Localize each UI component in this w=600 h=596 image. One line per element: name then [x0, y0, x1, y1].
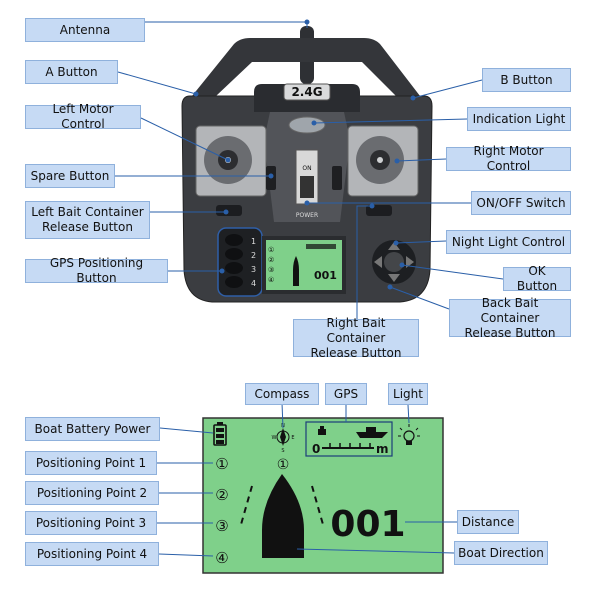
power-text: POWER: [296, 212, 318, 219]
frequency-badge: [283, 83, 331, 101]
label-positioning-point-4: Positioning Point 4: [25, 542, 159, 566]
label-night-light-control: Night Light Control: [446, 230, 571, 254]
label-b-button: B Button: [482, 68, 571, 92]
dpad-up-icon: [388, 242, 400, 250]
gps-scale: [322, 443, 374, 449]
label-antenna: Antenna: [25, 18, 145, 42]
gps-number-1: 1: [251, 237, 256, 246]
remote-controller: 2.4G ON POWER 1 2 3 4 ①: [181, 26, 433, 303]
label-left-motor-control: Left Motor Control: [25, 102, 141, 131]
gps-number-4: 4: [251, 279, 256, 288]
label-right-bait-release: Right Bait Container Release Button: [293, 316, 419, 360]
remote-lcd-gps-bar: [306, 244, 336, 249]
dpad-right-icon: [406, 256, 414, 268]
label-ok-button: OK Button: [503, 264, 571, 293]
distance-readout: 001: [330, 504, 405, 545]
remote-lcd-point-3: ③: [268, 266, 274, 274]
gps-number-3: 3: [251, 265, 256, 274]
lcd-point-1: ①: [215, 455, 228, 473]
right-stick-cap: [377, 157, 383, 163]
remote-lcd-point-2: ②: [268, 256, 274, 264]
lcd-point-3: ③: [215, 517, 228, 535]
gps-frame: [305, 421, 393, 457]
lcd-panel: [202, 417, 444, 574]
label-light: Light: [388, 383, 428, 405]
ok-button[interactable]: [384, 252, 404, 272]
label-boat-direction: Boat Direction: [454, 541, 548, 565]
battery-icon: [213, 422, 227, 446]
indication-light: [288, 116, 326, 134]
gps-unit: m: [376, 442, 389, 456]
label-gps-positioning-button: GPS Positioning Button: [25, 256, 168, 285]
compass-w: W: [272, 435, 277, 441]
on-off-switch-slider[interactable]: [300, 176, 314, 198]
remote-lcd-distance: 001: [314, 269, 337, 282]
gps-boat-icon: [356, 427, 388, 438]
label-distance: Distance: [457, 510, 519, 534]
gps-button-4[interactable]: [225, 276, 243, 288]
label-a-button: A Button: [25, 60, 118, 84]
left-bait-release-button[interactable]: [216, 205, 242, 216]
compass-e: E: [291, 435, 294, 441]
label-indication-light: Indication Light: [467, 107, 571, 131]
compass-s: S: [281, 448, 284, 454]
lcd-display-detail: N S W E ① 0 m: [202, 417, 444, 574]
boat-heading-right: [311, 485, 325, 529]
leader-dots: [193, 19, 416, 290]
compass-icon: [276, 428, 290, 446]
remote-lcd-point-1: ①: [268, 246, 274, 254]
light-bulb-icon: [398, 424, 420, 445]
compass-point: ①: [277, 457, 290, 473]
gps-number-2: 2: [251, 251, 256, 260]
label-right-motor-control: Right Motor Control: [446, 144, 571, 173]
label-spare-button: Spare Button: [25, 164, 115, 188]
lcd-point-4: ④: [215, 549, 228, 567]
gps-button-2[interactable]: [225, 248, 243, 260]
gps-button-1[interactable]: [225, 234, 243, 246]
carry-handle: [192, 38, 420, 96]
remote-lcd-point-4: ④: [268, 276, 274, 284]
dpad-down-icon: [388, 274, 400, 282]
label-back-bait-release: Back Bait Container Release Button: [449, 296, 571, 340]
label-boat-battery-power: Boat Battery Power: [25, 417, 160, 441]
gps-home-icon: [318, 426, 326, 435]
gps-button-3[interactable]: [225, 262, 243, 274]
lcd-point-2: ②: [215, 486, 228, 504]
remote-lcd-boat: [293, 256, 299, 286]
gps-zero: 0: [312, 442, 320, 456]
boat-heading-left: [239, 485, 253, 529]
label-positioning-point-2: Positioning Point 2: [25, 481, 159, 505]
on-text: ON: [302, 165, 311, 172]
spare-switch-right[interactable]: [332, 166, 342, 190]
label-positioning-point-3: Positioning Point 3: [25, 511, 157, 535]
label-compass: Compass: [245, 383, 319, 405]
boat-direction-icon: [262, 474, 304, 558]
label-gps: GPS: [325, 383, 367, 405]
label-on-off-switch: ON/OFF Switch: [471, 191, 571, 215]
frequency-text: 2.4G: [291, 85, 322, 99]
label-positioning-point-1: Positioning Point 1: [25, 451, 157, 475]
dpad-left-icon: [374, 256, 382, 268]
label-left-bait-release: Left Bait Container Release Button: [25, 201, 150, 239]
leader-lines: [115, 21, 504, 557]
